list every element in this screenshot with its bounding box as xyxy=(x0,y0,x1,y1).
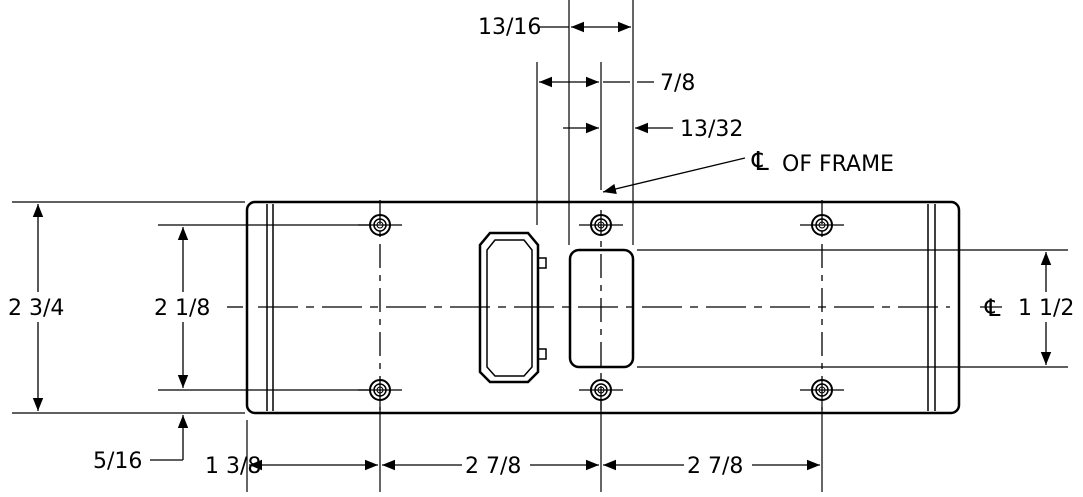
label-1-3-8: 1 3/8 xyxy=(205,454,261,479)
label-5-16: 5/16 xyxy=(93,449,142,474)
label-2-7-8-second: 2 7/8 xyxy=(687,454,743,479)
label-2-3-4: 2 3/4 xyxy=(8,296,64,321)
cutout xyxy=(568,248,635,369)
dimension-labels: 13/16 7/8 13/32 ℄ OF FRAME 2 3/4 2 1/8 5… xyxy=(6,12,1083,480)
label-2-7-8-first: 2 7/8 xyxy=(465,454,521,479)
label-2-1-8: 2 1/8 xyxy=(154,296,210,321)
extension-lines xyxy=(12,0,1068,492)
frame-body xyxy=(245,200,961,415)
right-centerline-symbol: ℄ xyxy=(984,294,1001,322)
label-7-8: 7/8 xyxy=(660,71,695,96)
label-1-1-2: 1 1/2 xyxy=(1018,296,1074,321)
label-13-16: 13/16 xyxy=(478,15,541,40)
centerlines xyxy=(258,200,950,410)
dimension-lines xyxy=(32,21,1052,471)
connector xyxy=(478,231,547,384)
centerline-symbol: ℄ xyxy=(751,147,769,177)
label-of-frame: OF FRAME xyxy=(782,152,894,177)
label-13-32: 13/32 xyxy=(680,117,743,142)
